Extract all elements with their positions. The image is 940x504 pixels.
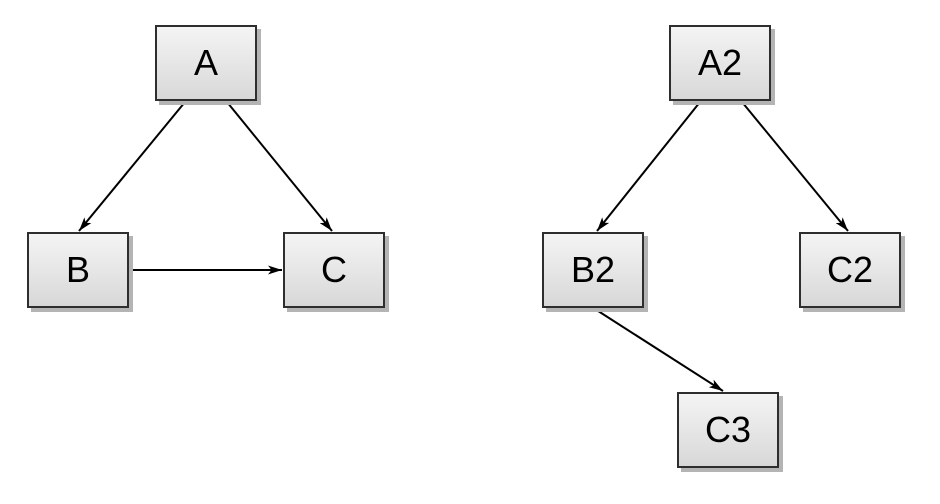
- edge-B2-to-C3: [594, 308, 724, 392]
- node-C2-label: C2: [826, 249, 874, 290]
- edge-A-to-C: [226, 101, 333, 232]
- node-C2[interactable]: C2: [799, 232, 901, 308]
- node-B[interactable]: B: [27, 232, 129, 308]
- node-C[interactable]: C: [283, 232, 385, 308]
- node-C3-label: C3: [704, 409, 752, 450]
- edge-A-to-B: [78, 101, 186, 232]
- node-A[interactable]: A: [155, 25, 257, 101]
- node-A-label: A: [193, 42, 218, 83]
- node-A2-label: A2: [697, 42, 743, 83]
- node-A2[interactable]: A2: [669, 25, 771, 101]
- node-B2-label: B2: [570, 249, 616, 290]
- node-B2[interactable]: B2: [542, 232, 644, 308]
- edge-A2-to-B2: [596, 101, 701, 232]
- edge-A2-to-C2: [741, 101, 849, 232]
- node-C3[interactable]: C3: [677, 392, 779, 468]
- node-C-label: C: [321, 249, 347, 290]
- node-B-label: B: [65, 249, 90, 290]
